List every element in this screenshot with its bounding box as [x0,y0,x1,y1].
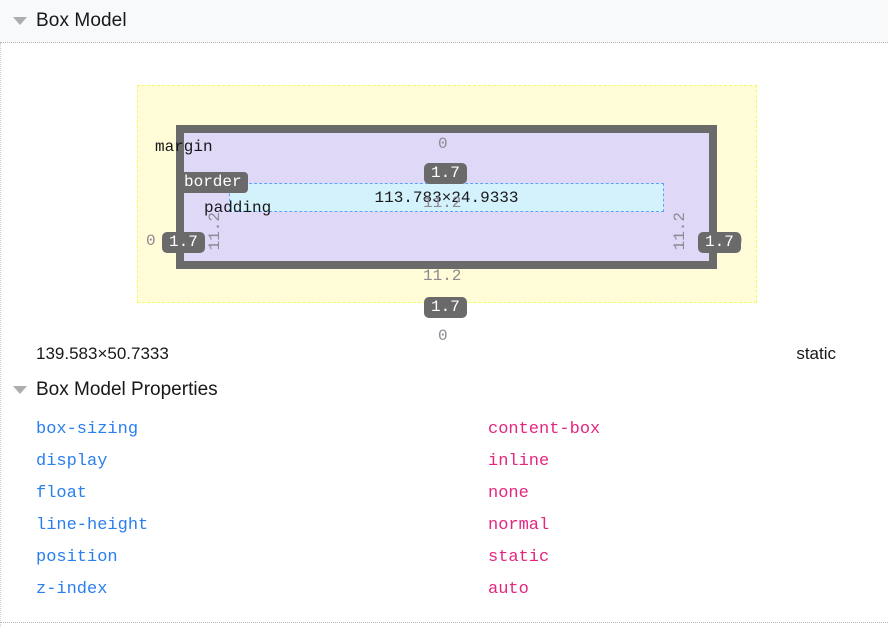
box-model-diagram[interactable]: 113.783×24.9333 margin border padding 0 … [0,43,888,345]
margin-box[interactable]: 113.783×24.9333 [137,85,757,303]
border-region-label: border [178,172,248,193]
property-name[interactable]: float [36,483,88,503]
border-right-value[interactable]: 1.7 [698,232,741,253]
box-model-summary: 139.583×50.7333 static [0,335,888,373]
left-gutter-divider [0,43,1,627]
border-box[interactable]: 113.783×24.9333 [176,125,717,269]
table-row[interactable]: z-index auto [0,573,888,605]
padding-bottom-value[interactable]: 11.2 [423,267,462,285]
box-model-properties-header[interactable]: Box Model Properties [0,373,888,407]
position-label: static [796,344,836,363]
content-size-label: 113.783×24.9333 [374,188,519,207]
property-name[interactable]: box-sizing [36,419,139,439]
margin-bottom-value[interactable]: 0 [438,327,448,345]
table-row[interactable]: box-sizing content-box [0,413,888,445]
triangle-down-icon[interactable] [13,386,27,394]
box-model-panel-header[interactable]: Box Model [0,0,888,43]
padding-top-value[interactable]: 11.2 [423,194,462,212]
total-size-label: 139.583×50.7333 [36,344,169,363]
table-row[interactable]: line-height normal [0,509,888,541]
table-row[interactable]: float none [0,477,888,509]
table-row[interactable]: display inline [0,445,888,477]
property-value[interactable]: inline [488,451,550,471]
property-name[interactable]: z-index [36,579,108,599]
margin-region-label: margin [155,138,213,156]
bottom-divider [0,622,888,623]
margin-left-value[interactable]: 0 [146,232,156,250]
property-name[interactable]: display [36,451,108,471]
border-top-value[interactable]: 1.7 [424,163,467,184]
content-box[interactable]: 113.783×24.9333 [229,183,664,212]
property-value[interactable]: content-box [488,419,601,439]
border-left-value[interactable]: 1.7 [162,232,205,253]
padding-right-value[interactable]: 11.2 [671,212,689,251]
page-title: Box Model [36,10,127,31]
property-value[interactable]: static [488,547,550,567]
margin-top-value[interactable]: 0 [438,135,448,153]
padding-box[interactable]: 113.783×24.9333 [184,133,709,261]
property-value[interactable]: auto [488,579,529,599]
padding-left-value[interactable]: 11.2 [206,212,224,251]
property-name[interactable]: position [36,547,118,567]
properties-section-title: Box Model Properties [36,379,218,400]
border-bottom-value[interactable]: 1.7 [424,297,467,318]
padding-region-label: padding [204,199,272,217]
property-name[interactable]: line-height [36,515,149,535]
triangle-down-icon[interactable] [13,17,27,25]
property-value[interactable]: none [488,483,529,503]
box-model-properties-list: box-sizing content-box display inline fl… [0,407,888,605]
property-value[interactable]: normal [488,515,550,535]
table-row[interactable]: position static [0,541,888,573]
